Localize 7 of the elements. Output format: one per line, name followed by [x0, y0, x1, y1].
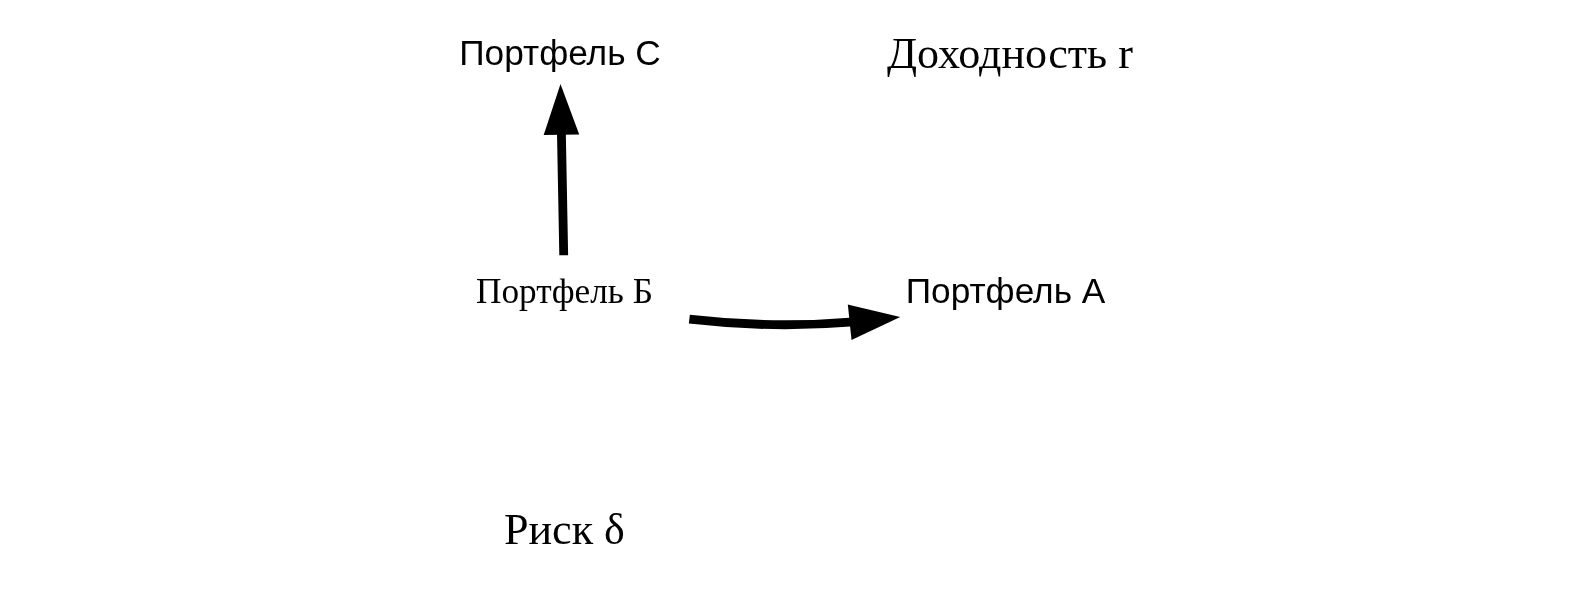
arrow [543, 83, 579, 256]
node-text: Портфель А [905, 271, 1105, 311]
arrow [688, 304, 900, 340]
label: Риск δ [503, 505, 625, 555]
node-text: Портфель Б [475, 272, 653, 312]
label: Доходность r [886, 28, 1133, 78]
node-text: Портфель С [458, 33, 661, 73]
